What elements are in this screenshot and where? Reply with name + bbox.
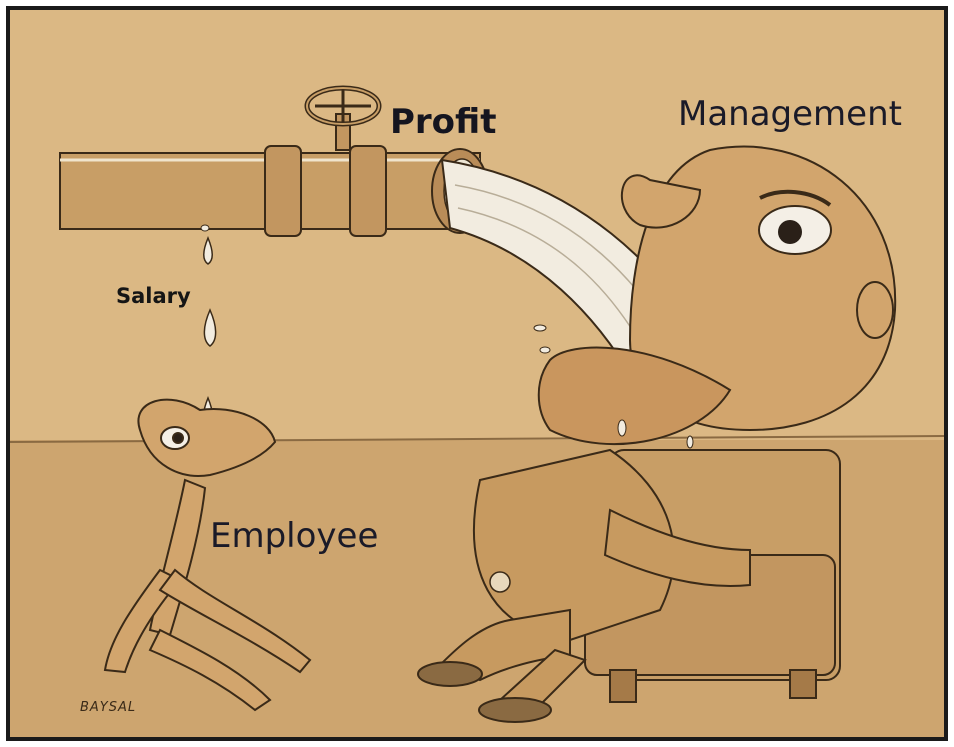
profit-label: Profit — [390, 102, 497, 142]
management-label: Management — [678, 94, 902, 134]
profit-pipe — [59, 145, 489, 237]
cartoon-illustration — [10, 10, 944, 737]
artist-signature: BAYSAL — [80, 700, 137, 715]
manager-figure — [417, 145, 897, 723]
cartoon-frame: Profit Management Salary Employee BAYSAL — [6, 6, 948, 741]
employee-figure — [103, 398, 312, 712]
sweat-drops — [533, 324, 694, 449]
salary-label: Salary — [116, 284, 191, 308]
valve-wheel-icon — [304, 85, 382, 151]
employee-label: Employee — [210, 516, 379, 556]
